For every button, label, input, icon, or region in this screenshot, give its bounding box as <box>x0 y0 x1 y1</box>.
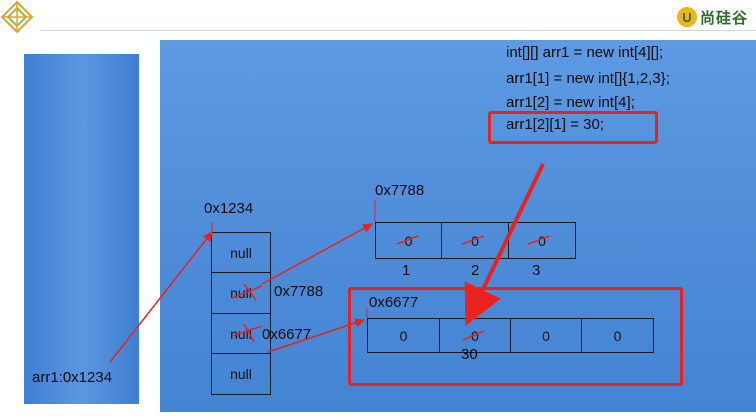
brand-text: 尚硅谷 <box>699 9 748 27</box>
arrow-stack-to-outer <box>109 230 213 363</box>
shangguigu-logo-icon: U <box>676 7 697 27</box>
strike-7788-cell-0 <box>396 235 419 245</box>
code-line-3: arr1[2] = new int[4]; <box>506 94 635 111</box>
highlight-code-line-4 <box>488 111 658 144</box>
stack-memory-panel <box>24 54 139 404</box>
arrow-code-to-element <box>464 163 545 327</box>
brand-logo: U 尚硅谷 <box>676 4 748 30</box>
code-line-1: int[][] arr1 = new int[4][]; <box>506 44 664 61</box>
brand-badge-glyph: U <box>682 9 692 25</box>
header-divider <box>40 30 756 31</box>
arrow-cell2-to-6677 <box>267 318 366 353</box>
strike-7788-cell-2 <box>527 235 551 245</box>
strike-null-cell-1b <box>243 283 257 301</box>
outer-array-address: 0x1234 <box>204 200 254 217</box>
array-7788-address: 0x7788 <box>375 182 425 199</box>
strike-null-cell-1 <box>231 285 263 299</box>
strike-null-cell-2b <box>243 323 255 343</box>
heap-memory-panel <box>160 40 756 412</box>
array-6677-cell-3: 0 <box>581 318 654 353</box>
diamond-grid-icon <box>0 0 34 34</box>
pointer-label-0x7788: 0x7788 <box>274 283 324 300</box>
outer-array-cell-3: null <box>211 353 271 395</box>
array-7788-new-value-2: 3 <box>532 262 541 279</box>
array-6677-new-value: 30 <box>461 346 478 363</box>
pointer-label-0x6677: 0x6677 <box>262 326 312 343</box>
strike-6677-cell-1 <box>462 330 485 341</box>
strike-null-cell-2 <box>231 325 263 337</box>
array-7788-new-value-1: 2 <box>471 262 480 279</box>
code-line-4: arr1[2][1] = 30; <box>506 116 604 133</box>
array-7788-new-value-0: 1 <box>402 262 411 279</box>
strike-7788-cell-1 <box>461 235 485 245</box>
highlight-array-6677 <box>348 287 683 386</box>
arrow-cell1-to-7788 <box>261 223 374 285</box>
code-line-2: arr1[1] = new int[]{1,2,3}; <box>506 70 670 87</box>
stack-variable-label: arr1:0x1234 <box>32 369 113 386</box>
array-6677-address: 0x6677 <box>369 294 419 311</box>
top-bar: U 尚硅谷 <box>0 0 756 34</box>
